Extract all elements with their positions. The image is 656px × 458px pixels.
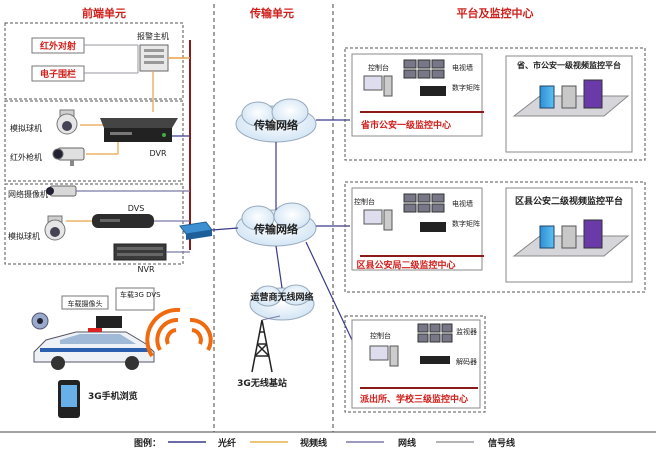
dvs-icon <box>92 214 154 228</box>
l3-monitor-icon <box>417 323 453 343</box>
base-station-label: 3G无线基站 <box>237 377 287 389</box>
legend-item-signal: 信号线 <box>436 437 515 449</box>
l3-center-label: 派出所、学校三级监控中心 <box>360 393 468 405</box>
l1-tv-wall-icon <box>403 59 445 79</box>
l2-center-label: 区县公安局二级监控中心 <box>356 259 455 271</box>
dvr-label: DVR <box>149 149 166 158</box>
wireless-signal-icon <box>145 307 213 358</box>
l3-console-label: 控制台 <box>370 331 391 340</box>
vehicle-camera-icon <box>31 312 49 330</box>
l1-console-label: 控制台 <box>368 63 389 72</box>
l2-platform-label: 区县公安二级视频监控平台 <box>515 195 623 207</box>
infrared-gun-label: 红外枪机 <box>10 152 42 162</box>
infrared-beam-label: 红外对射 <box>40 40 76 52</box>
network-camera-icon <box>46 185 77 197</box>
transport-network-2-label: 传输网络 <box>253 222 298 236</box>
l3-decoder-label: 解码器 <box>456 357 477 366</box>
l1-matrix-label: 数字矩阵 <box>452 83 480 92</box>
l3-console-icon <box>369 345 399 367</box>
legend-item-fiber: 光纤 <box>168 437 236 449</box>
electronic-fence-label: 电子围栏 <box>40 68 76 80</box>
network-camera-label: 网络摄像机 <box>8 189 48 199</box>
legend-network-label: 网线 <box>398 437 416 449</box>
legend-item-network: 网线 <box>346 437 416 449</box>
section-title-front: 前端单元 <box>82 6 126 20</box>
l2-platform-servers-icon <box>512 219 630 257</box>
section-title-platform: 平台及监控中心 <box>457 6 534 20</box>
l2-matrix-icon <box>420 222 446 232</box>
vehicle-camera-label: 车载摄像头 <box>68 299 103 308</box>
transport-network-cloud-1 <box>235 98 317 143</box>
alarm-host-label: 报警主机 <box>137 31 169 41</box>
legend-title: 图例： <box>134 437 161 449</box>
vehicle-dvs-icon <box>96 316 122 328</box>
l2-console-icon <box>363 209 393 231</box>
l2-tv-wall-label: 电视墙 <box>452 199 473 208</box>
mobile-phone-icon <box>58 380 80 418</box>
l2-tv-wall-icon <box>403 193 445 213</box>
legend-video-label: 视频线 <box>300 437 327 449</box>
nvr-icon <box>113 243 167 261</box>
l1-platform-label: 省、市公安一级视频监控平台 <box>516 60 621 70</box>
section-title-transport: 传输单元 <box>249 6 294 20</box>
alarm-host-icon <box>139 44 169 72</box>
l1-tv-wall-label: 电视墙 <box>452 63 473 72</box>
nvr-label: NVR <box>137 265 154 274</box>
transport-network-1-label: 传输网络 <box>253 118 298 132</box>
l2-matrix-label: 数字矩阵 <box>452 219 480 228</box>
l1-console-icon <box>363 75 393 97</box>
l3-monitor-label: 监视器 <box>456 327 477 336</box>
l1-matrix-icon <box>420 86 446 96</box>
legend-item-video: 视频线 <box>250 437 327 449</box>
legend-fiber-label: 光纤 <box>217 437 236 449</box>
dome-camera-2-icon <box>44 215 66 241</box>
transport-network-cloud-2 <box>235 202 317 247</box>
mobile-3g-label: 3G手机浏览 <box>88 390 138 402</box>
l1-platform-servers-icon <box>512 79 630 117</box>
l2-console-label: 控制台 <box>354 197 375 206</box>
network-switch-icon <box>179 221 213 240</box>
base-station-tower-icon <box>251 319 273 373</box>
vehicle-dvs-label: 车载3G DVS <box>120 290 161 299</box>
dome-camera-1-label: 模拟球机 <box>10 123 42 133</box>
dvs-label: DVS <box>128 204 145 213</box>
dvr-icon <box>100 118 178 142</box>
l1-center-label: 省市公安一级监控中心 <box>360 119 451 131</box>
gun-camera-icon <box>52 147 85 166</box>
carrier-wireless-label: 运营商无线网络 <box>250 291 313 303</box>
carrier-wireless-cloud <box>249 284 315 321</box>
dome-camera-icon <box>56 109 78 135</box>
dome-camera-2-label: 模拟球机 <box>8 231 40 241</box>
police-car-icon <box>33 328 155 370</box>
l3-decoder-icon <box>420 356 450 364</box>
legend-signal-label: 信号线 <box>488 437 515 449</box>
